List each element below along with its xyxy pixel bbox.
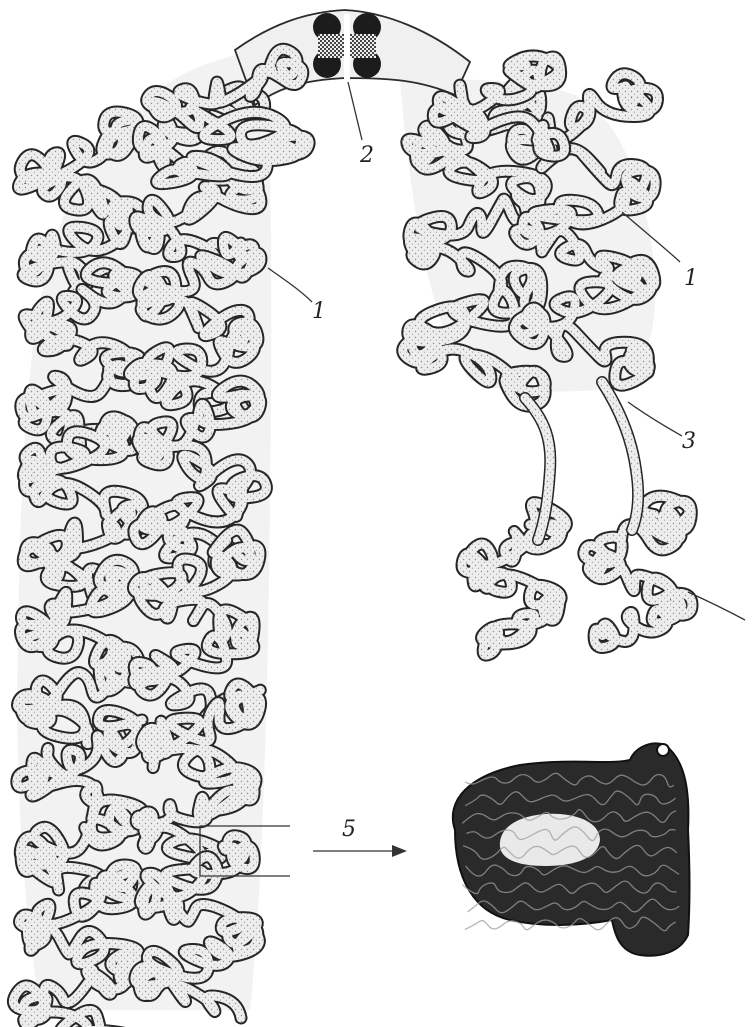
condensed-chromatin <box>453 743 690 955</box>
condensed-loop-tip <box>657 744 669 756</box>
label-chromatid-right: 1 <box>684 266 698 291</box>
label-satellite-thread: 3 <box>682 429 696 454</box>
leader-chromatid-left <box>268 268 312 302</box>
centromere <box>313 13 381 80</box>
magnification-arrow-head <box>392 845 407 857</box>
leader-satellite-thread <box>628 402 682 436</box>
label-chromatid-left: 1 <box>312 299 326 324</box>
leader-centromere <box>348 82 362 140</box>
label-centromere: 2 <box>359 143 374 168</box>
label-magnification-arrow: 5 <box>342 817 356 842</box>
centromere-gap <box>344 14 350 80</box>
